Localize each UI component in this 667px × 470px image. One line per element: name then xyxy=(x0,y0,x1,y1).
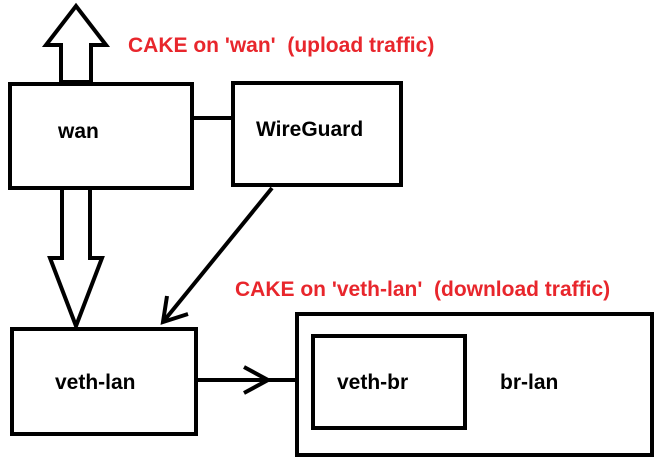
veth-lan-cake-annotation: CAKE on 'veth-lan' (download traffic) xyxy=(235,278,610,301)
wan-cake-annotation: CAKE on 'wan' (upload traffic) xyxy=(128,34,434,57)
upload-arrow xyxy=(41,2,111,84)
wan-box xyxy=(8,82,194,190)
wireguard-arrowhead xyxy=(160,295,189,325)
download-arrow xyxy=(47,186,105,332)
veth-lan-label: veth-lan xyxy=(55,371,136,394)
wireguard-label: WireGuard xyxy=(256,118,363,141)
veth-link-arrowhead xyxy=(243,365,273,395)
wireguard-veth-lan-arrow xyxy=(161,186,274,324)
veth-br-label: veth-br xyxy=(337,371,408,394)
veth-br-box xyxy=(311,334,467,430)
wan-label: wan xyxy=(57,120,99,143)
wireguard-box xyxy=(231,81,403,187)
br-lan-label: br-lan xyxy=(500,371,558,394)
